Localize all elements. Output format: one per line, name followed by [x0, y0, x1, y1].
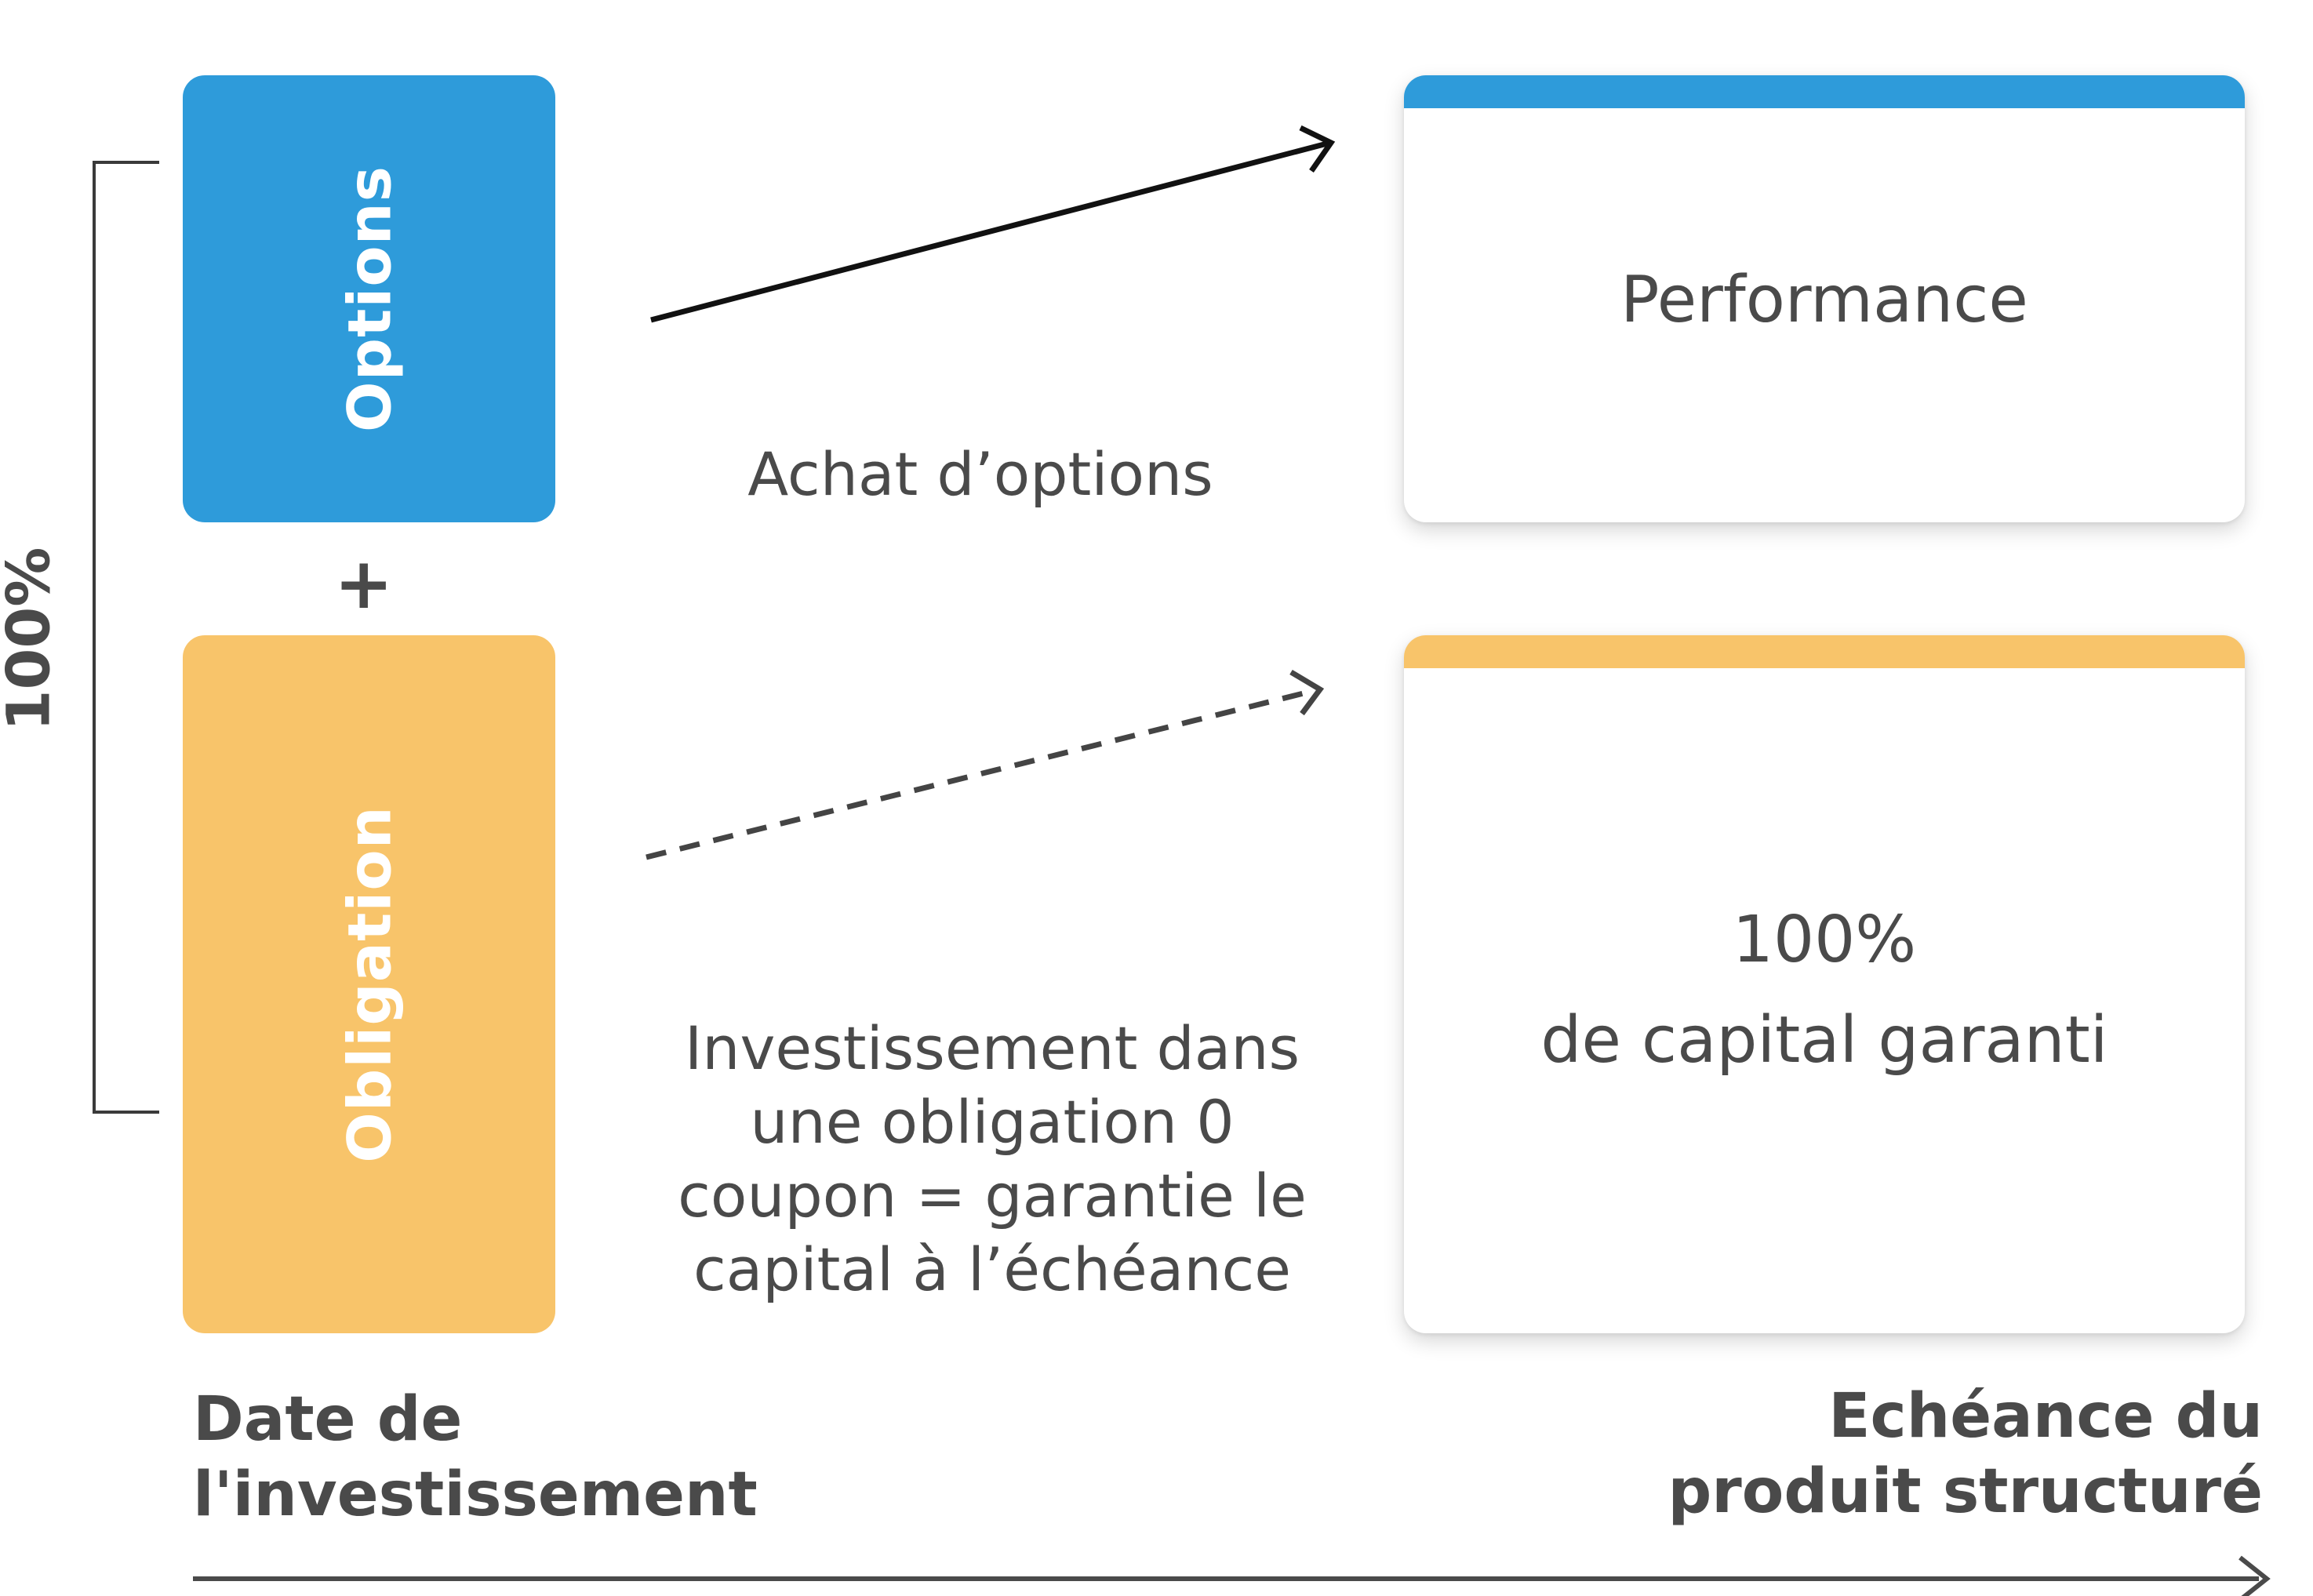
maturity-line-2: produit structuré — [1667, 1456, 2263, 1527]
obligation-box: Obligation — [183, 635, 555, 1333]
invest-line-3: coupon = garantie le — [678, 1161, 1307, 1231]
capital-card-strip — [1404, 635, 2245, 668]
dashed-arrow-line — [646, 687, 1317, 860]
performance-text: Performance — [1620, 263, 2028, 337]
capital-text: 100% de capital garanti — [1404, 890, 2245, 1091]
plus-sign: + — [334, 543, 394, 625]
capital-line-2: de capital garanti — [1540, 1003, 2108, 1078]
performance-card-strip — [1404, 75, 2245, 108]
solid-arrow-line — [650, 140, 1328, 323]
performance-card — [1404, 75, 2245, 522]
dashed-arrow-head — [1289, 669, 1325, 716]
investment-description: Investissement dans une obligation 0 cou… — [675, 1012, 1310, 1307]
invest-line-4: capital à l’échéance — [693, 1234, 1292, 1304]
maturity-label: Echéance du produit structuré — [1667, 1379, 2263, 1529]
capital-card — [1404, 635, 2245, 1333]
maturity-line-1: Echéance du — [1828, 1381, 2263, 1452]
left-bracket — [93, 161, 159, 1114]
capital-line-1: 100% — [1732, 903, 1917, 977]
start-date-line-1: Date de — [193, 1384, 463, 1455]
invest-line-1: Investissement dans — [684, 1013, 1300, 1083]
achat-options-text: Achat d’options — [747, 439, 1213, 509]
start-date-label: Date de l'investissement — [193, 1382, 758, 1532]
timeline-arrow-head — [2238, 1555, 2271, 1596]
start-date-line-2: l'investissement — [193, 1460, 758, 1530]
solid-arrow-head — [1299, 125, 1336, 173]
invest-line-2: une obligation 0 — [750, 1087, 1235, 1157]
options-box: Options — [183, 75, 555, 522]
